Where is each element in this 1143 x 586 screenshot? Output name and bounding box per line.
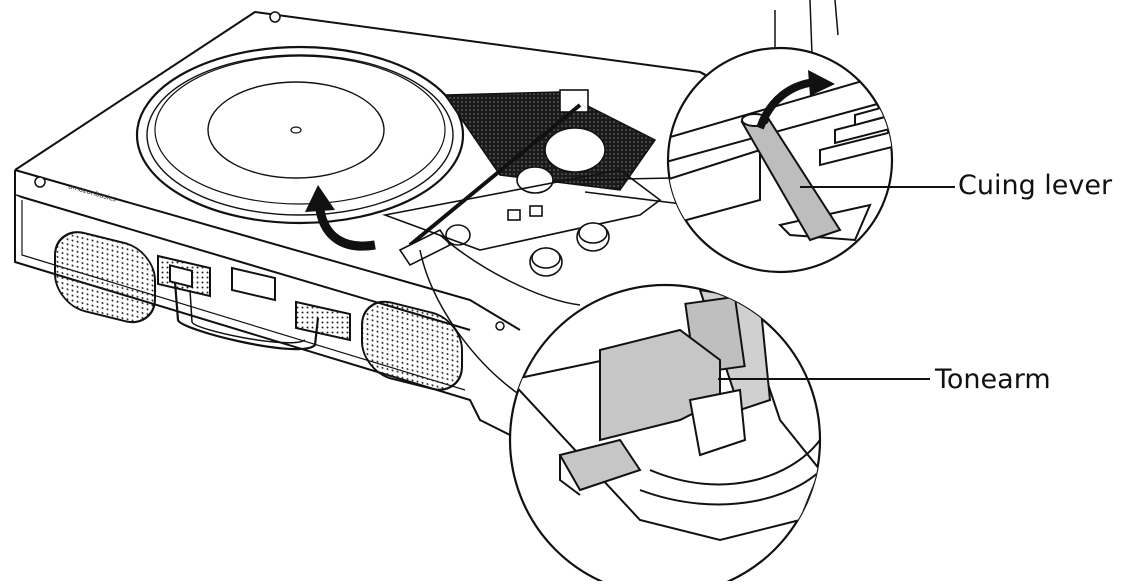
tonearm-assembly (382, 89, 662, 277)
cuing-lever-inset (579, 46, 955, 274)
corner-screws (34, 11, 505, 331)
cuing-lever-label: Cuing lever (958, 170, 1113, 201)
tonearm-inset (419, 234, 930, 586)
speaker-left (54, 231, 156, 324)
carry-handle (157, 254, 351, 351)
platter (135, 45, 465, 225)
lift-arrow-icon (756, 70, 835, 130)
tonearm-headshell (558, 328, 747, 496)
brand-mark: amazonbasics (67, 182, 117, 203)
tonearm-label: Tonearm (935, 364, 1051, 395)
speaker-right (361, 300, 463, 391)
rotation-arrow-icon (305, 185, 376, 251)
